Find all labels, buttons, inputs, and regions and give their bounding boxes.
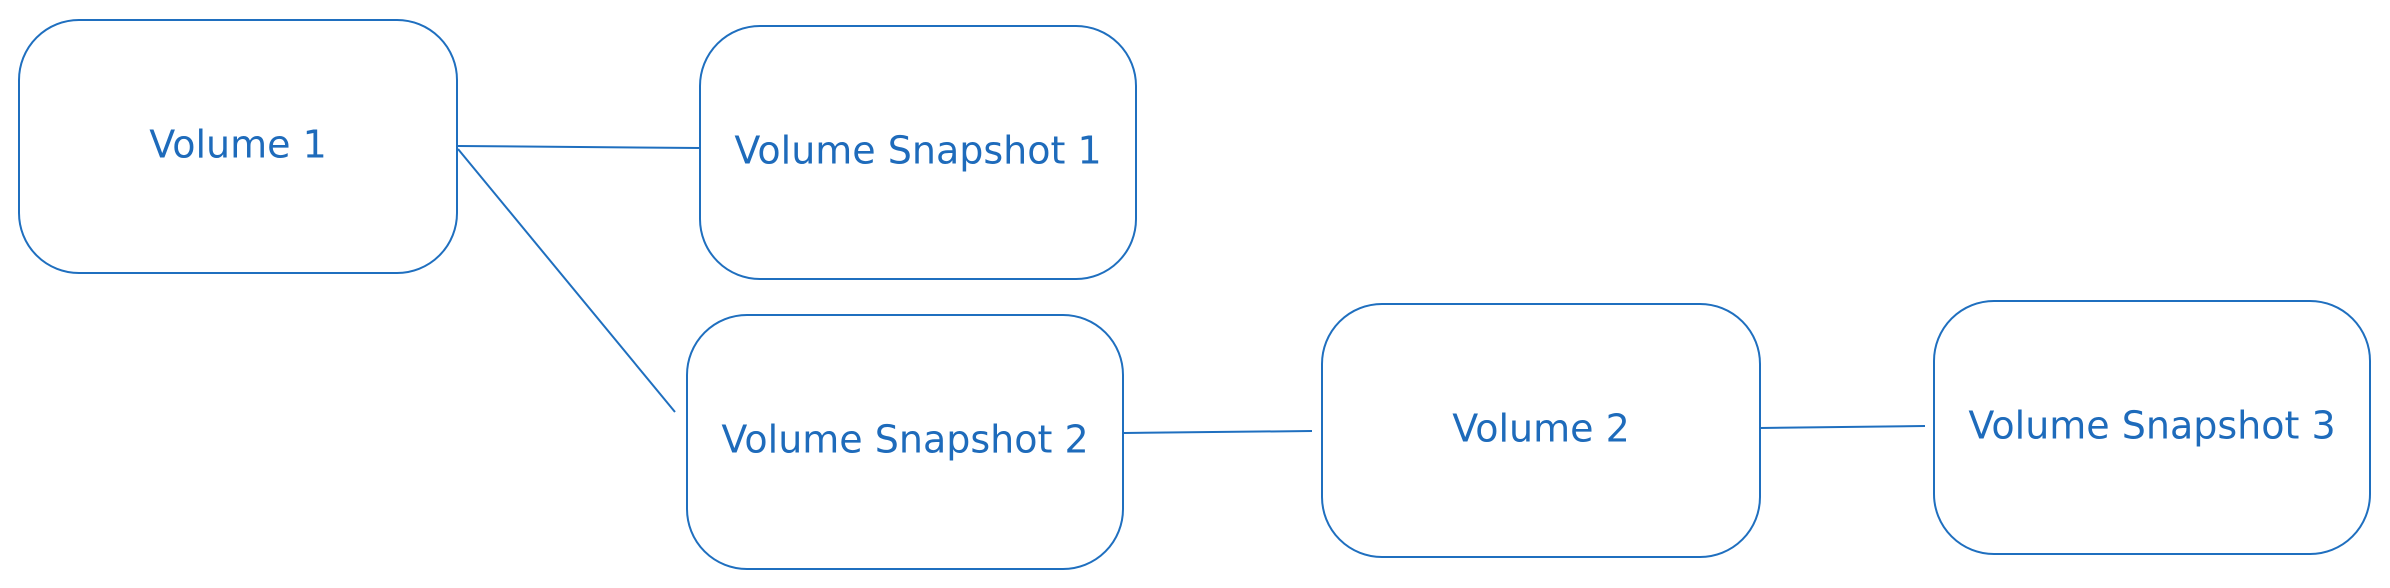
edge-volume-1-to-volume-snapshot-2 xyxy=(457,148,676,413)
node-label-volume-snapshot-2: Volume Snapshot 2 xyxy=(721,418,1088,462)
node-volume-snapshot-2[interactable]: Volume Snapshot 2 xyxy=(686,314,1124,570)
node-label-volume-snapshot-1: Volume Snapshot 1 xyxy=(734,129,1101,173)
node-label-volume-snapshot-3: Volume Snapshot 3 xyxy=(1968,404,2335,448)
node-volume-snapshot-3[interactable]: Volume Snapshot 3 xyxy=(1933,300,2371,555)
node-volume-snapshot-1[interactable]: Volume Snapshot 1 xyxy=(699,25,1137,280)
node-volume-2[interactable]: Volume 2 xyxy=(1321,303,1761,558)
edge-volume-snapshot-2-to-volume-2 xyxy=(1123,430,1313,434)
node-box-volume-snapshot-2 xyxy=(686,314,1124,570)
node-box-volume-snapshot-1 xyxy=(699,25,1137,280)
node-label-volume-1: Volume 1 xyxy=(149,123,327,167)
node-volume-1[interactable]: Volume 1 xyxy=(18,19,458,274)
node-box-volume-2 xyxy=(1321,303,1761,558)
node-box-volume-1 xyxy=(18,19,458,274)
edge-volume-1-to-volume-snapshot-1 xyxy=(457,145,701,149)
node-box-volume-snapshot-3 xyxy=(1933,300,2371,555)
node-label-volume-2: Volume 2 xyxy=(1452,407,1630,451)
edge-volume-2-to-volume-snapshot-3 xyxy=(1759,425,1926,429)
